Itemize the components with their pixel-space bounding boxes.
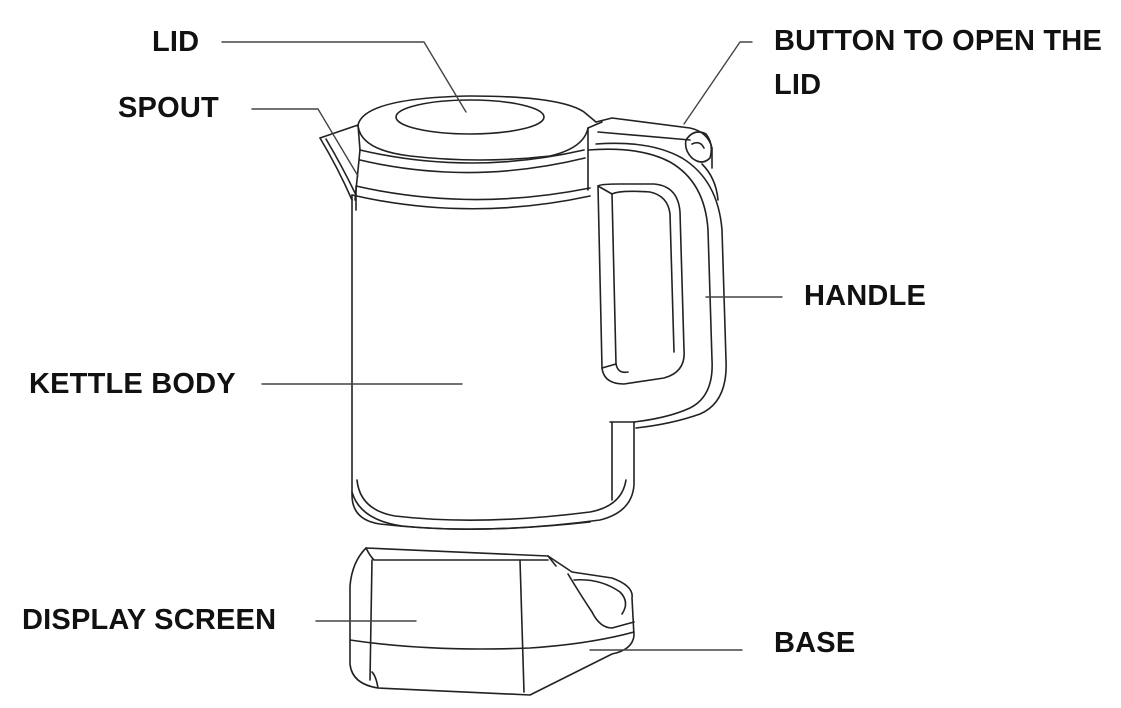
- base: [349, 547, 635, 696]
- spout: [319, 124, 361, 201]
- leader-spout: [251, 108, 359, 177]
- kettle-body: [351, 186, 635, 530]
- label-display-screen: DISPLAY SCREEN: [22, 604, 277, 636]
- leader-lines: [221, 41, 783, 651]
- label-base: BASE: [774, 627, 856, 659]
- lid-button: [587, 117, 713, 169]
- leader-button: [683, 41, 753, 125]
- handle: [587, 142, 727, 429]
- leader-lid: [221, 41, 467, 113]
- label-lid: LID: [152, 26, 200, 58]
- label-handle: HANDLE: [804, 280, 927, 312]
- label-spout: SPOUT: [118, 92, 219, 124]
- label-button-to-open-lid: BUTTON TO OPEN THE LID: [774, 25, 1102, 101]
- label-kettle-body: KETTLE BODY: [29, 368, 236, 400]
- lid: [355, 95, 597, 201]
